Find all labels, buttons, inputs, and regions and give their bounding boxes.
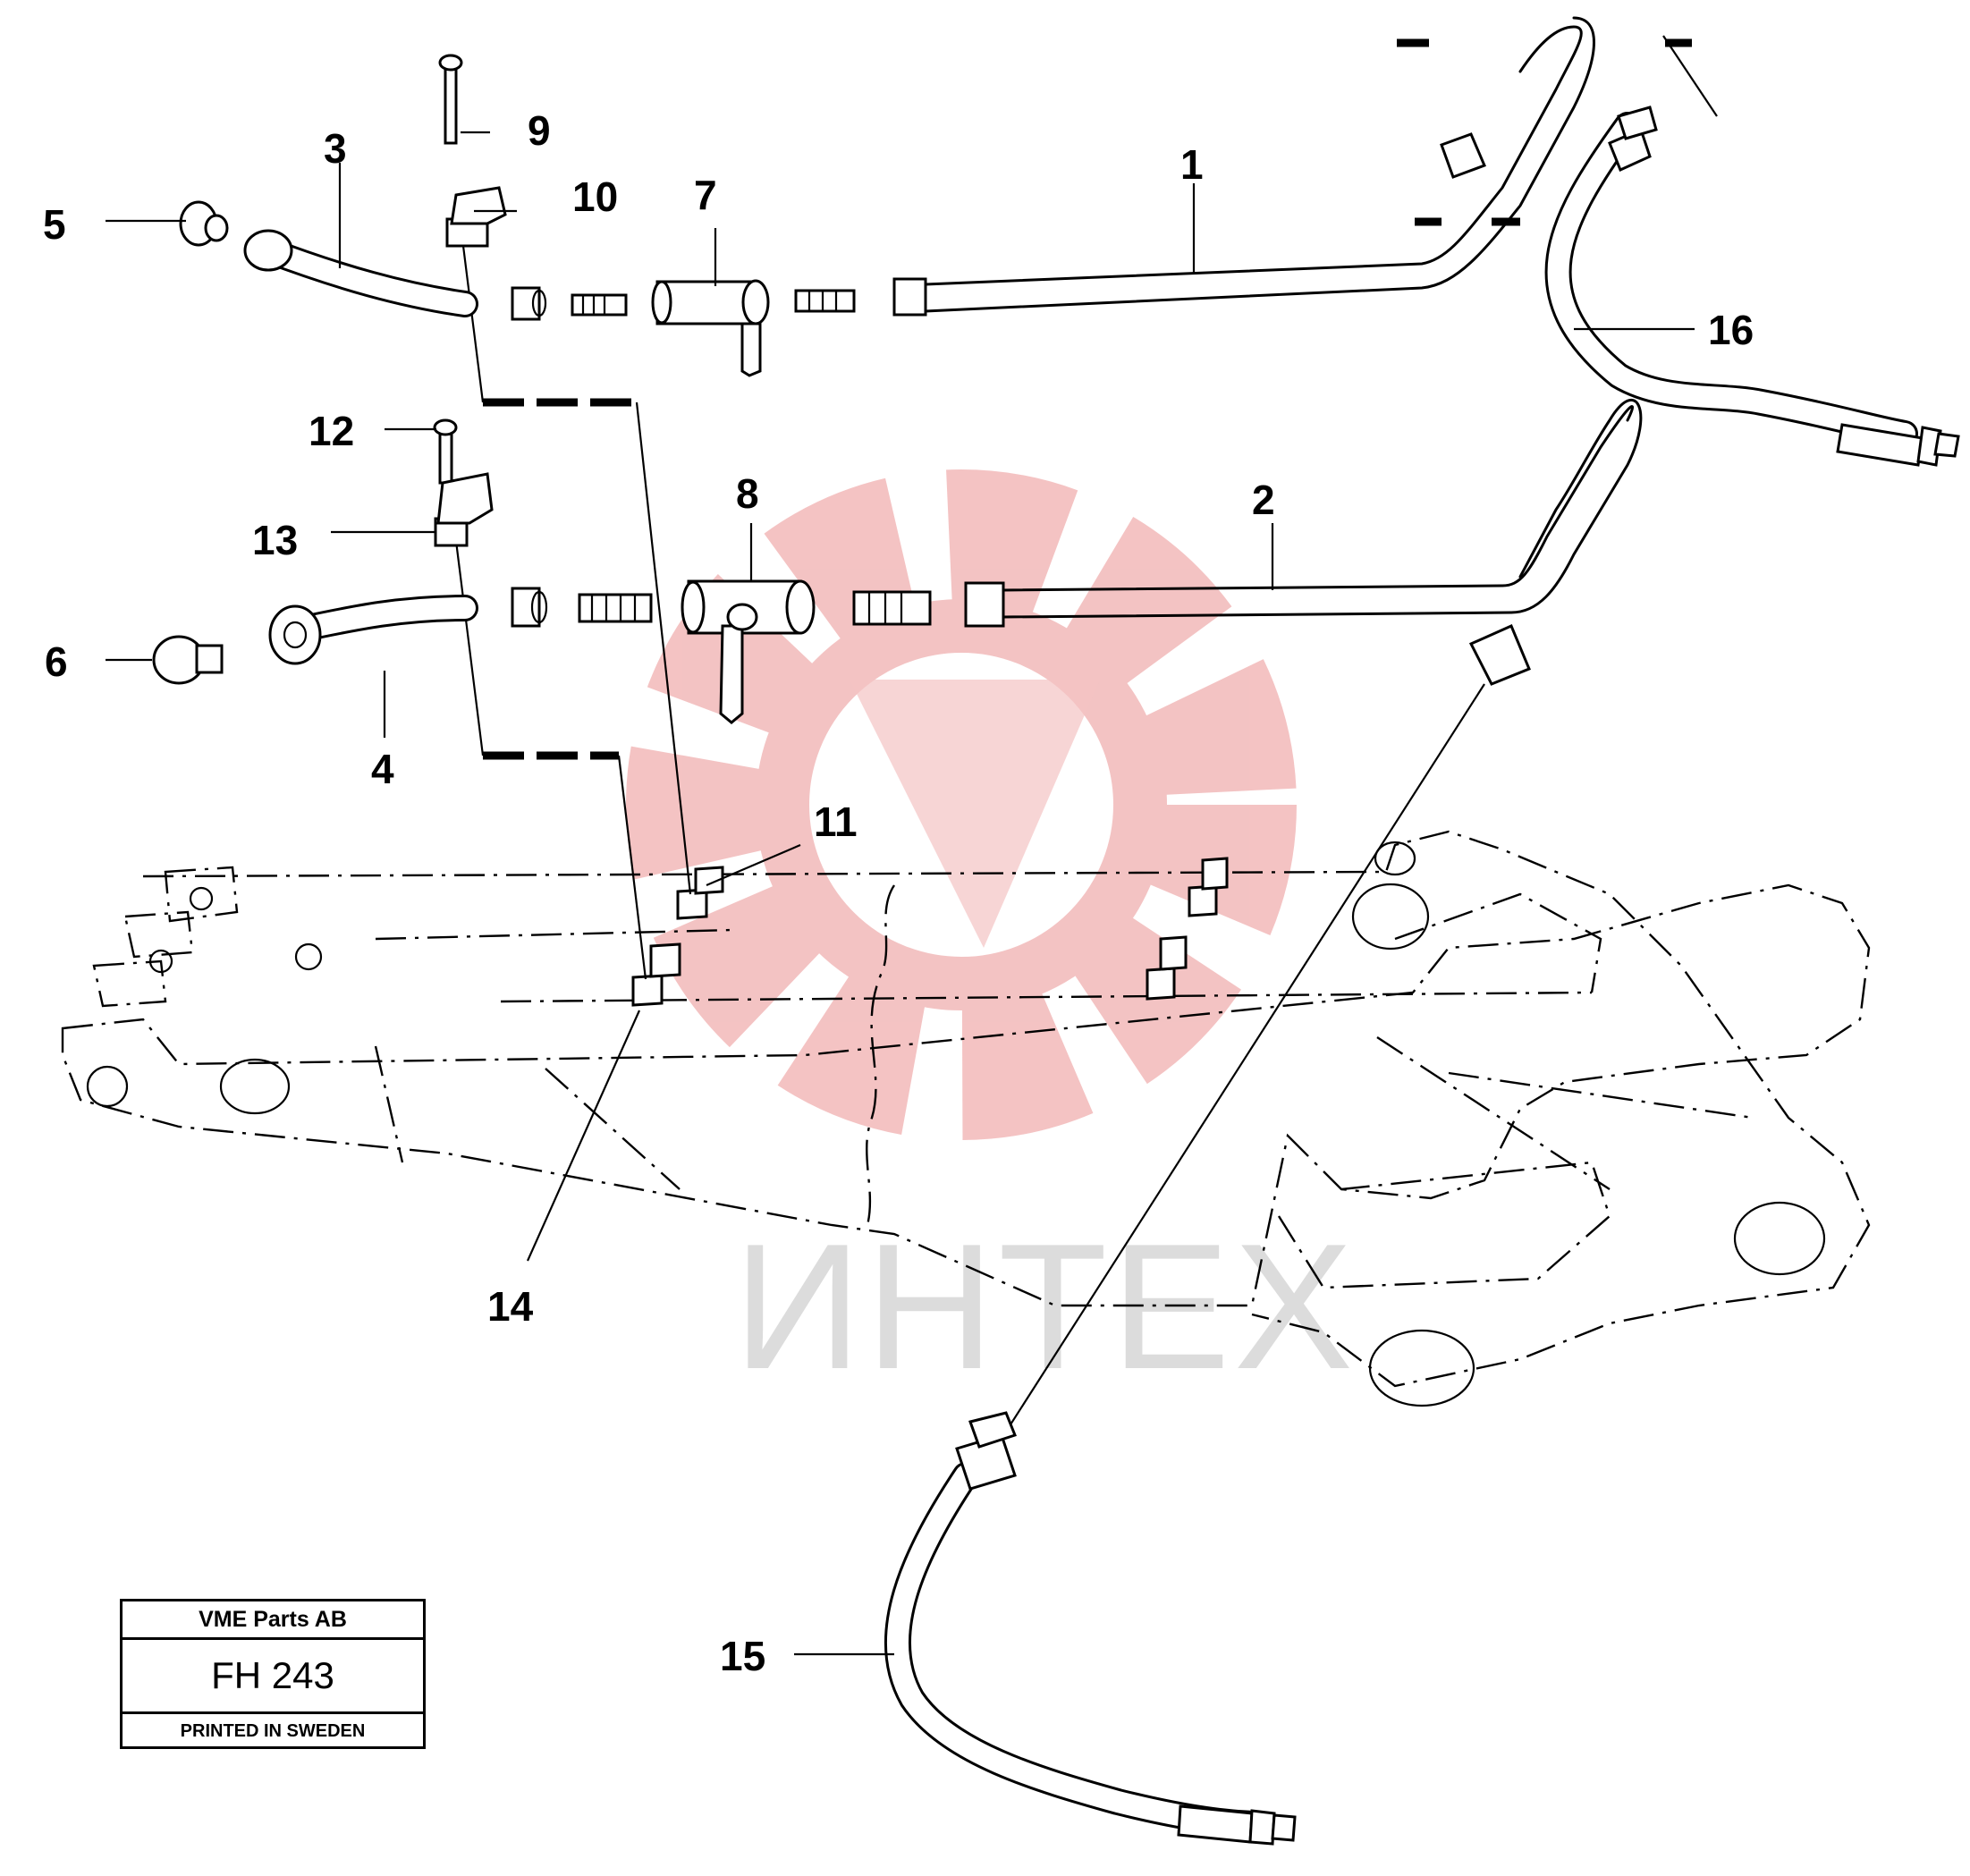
callout-2: 2 <box>1252 477 1275 523</box>
leader-lines <box>106 131 1695 1656</box>
title-block-company: VME Parts AB <box>123 1601 423 1640</box>
callout-5: 5 <box>43 201 66 248</box>
callout-16: 16 <box>1708 307 1754 353</box>
callout-1: 1 <box>1180 141 1204 188</box>
callout-labels: 1 2 3 4 5 6 7 8 9 10 11 12 13 14 15 16 <box>43 107 1754 1679</box>
callout-11: 11 <box>814 799 858 845</box>
title-block-code: FH 243 <box>123 1640 423 1714</box>
callout-4: 4 <box>371 746 394 792</box>
boom-outline <box>61 830 1871 1407</box>
callout-3: 3 <box>324 125 347 172</box>
hose-16 <box>1544 35 1960 467</box>
boom-clamp-blocks <box>631 857 1229 1007</box>
callout-12: 12 <box>309 408 354 454</box>
watermark-logo <box>626 469 1297 1140</box>
guide-lines <box>454 38 1692 980</box>
title-block: VME Parts AB FH 243 PRINTED IN SWEDEN <box>120 1599 426 1749</box>
callout-13: 13 <box>252 517 298 563</box>
title-block-printed: PRINTED IN SWEDEN <box>180 1721 366 1741</box>
callout-8: 8 <box>736 470 759 517</box>
clamp-10 <box>438 54 507 248</box>
clamp-13 <box>433 418 494 547</box>
hose-4 <box>152 595 478 685</box>
callout-7: 7 <box>694 172 717 218</box>
fitting-line-8 <box>511 399 1643 1467</box>
callout-9: 9 <box>528 107 551 154</box>
callout-6: 6 <box>45 638 68 685</box>
hose-3 <box>179 200 478 317</box>
fitting-line-7 <box>511 16 1595 377</box>
callout-15: 15 <box>720 1633 765 1679</box>
watermark-text: ИНТЕХ <box>733 1207 1357 1407</box>
callout-14: 14 <box>487 1283 534 1330</box>
callout-10: 10 <box>572 173 618 220</box>
hose-15 <box>884 1411 1297 1846</box>
